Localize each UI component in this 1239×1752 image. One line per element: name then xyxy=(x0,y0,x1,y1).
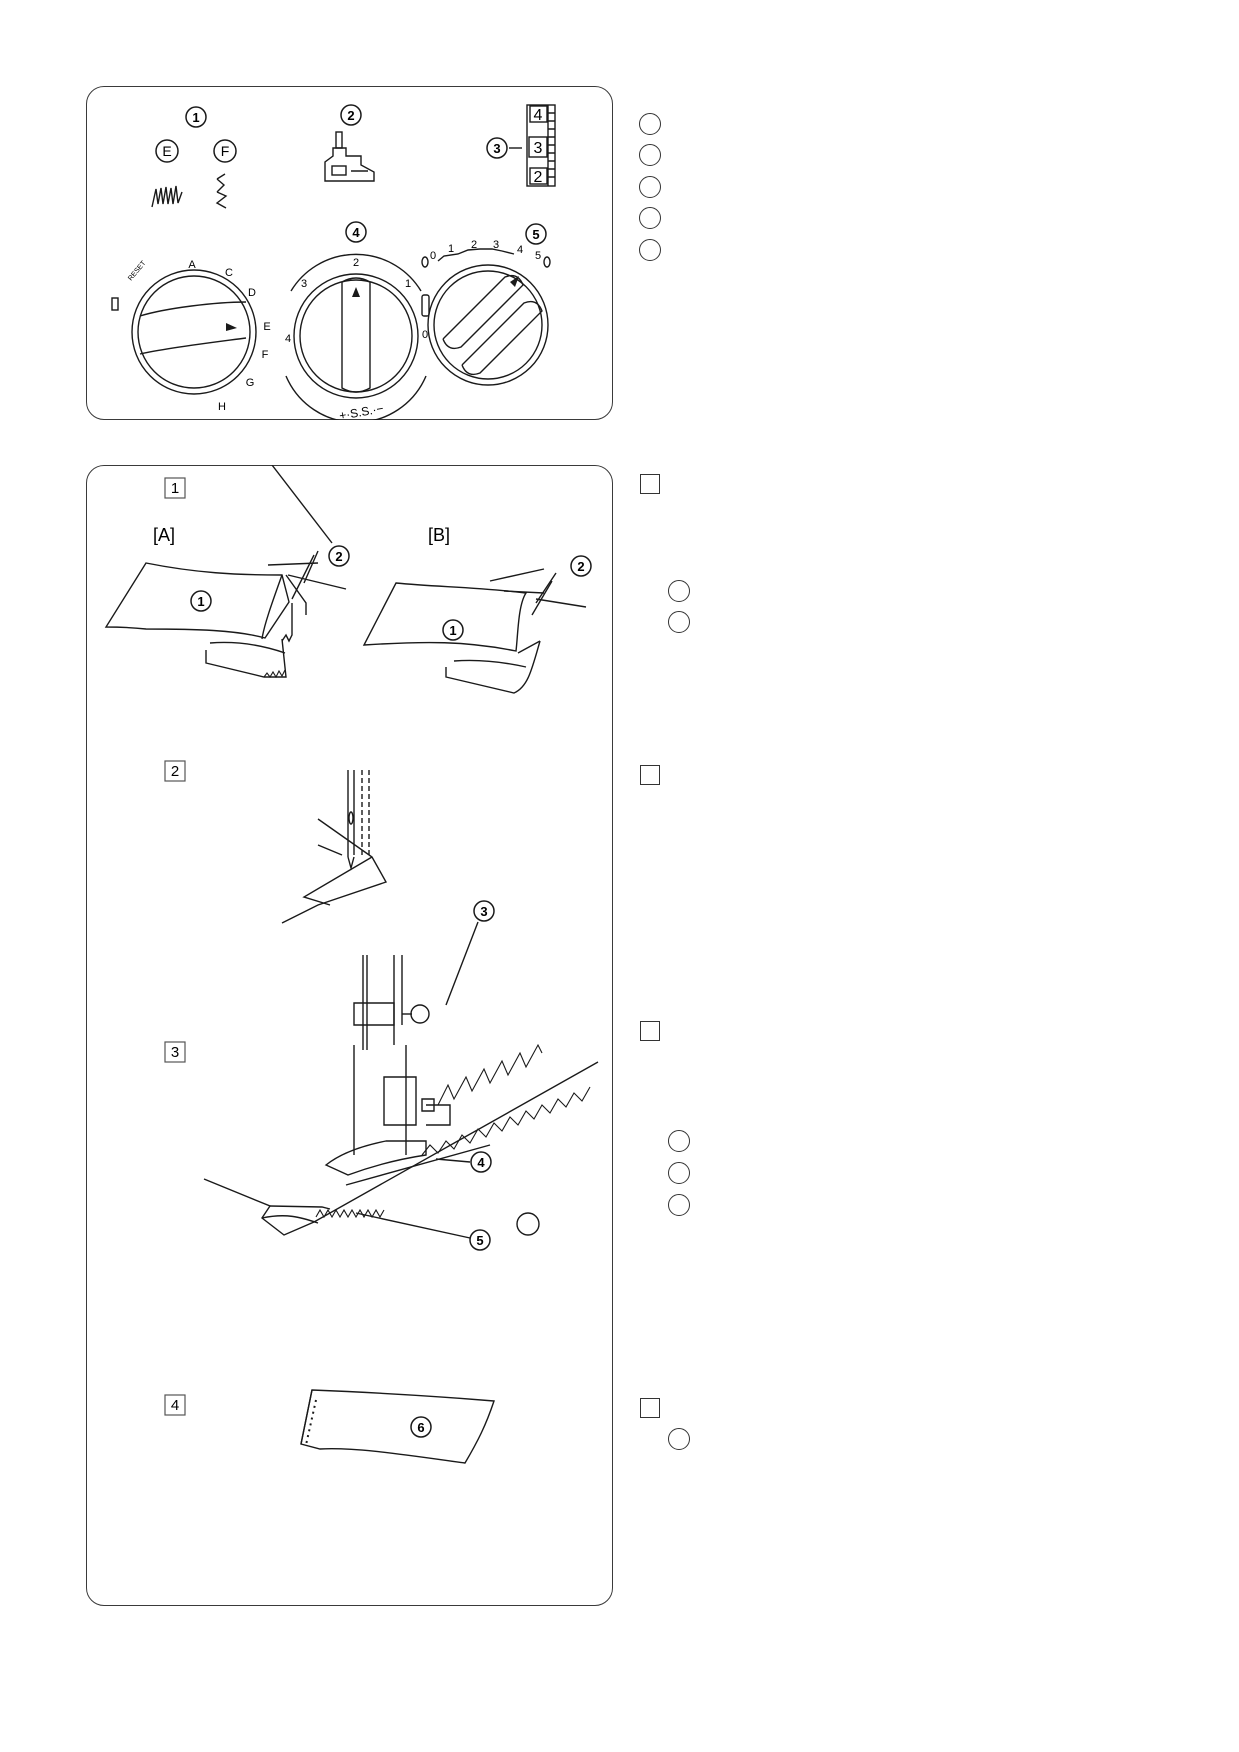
stitch-pattern-f-icon xyxy=(215,173,228,209)
marker-circle xyxy=(668,1130,690,1152)
stitch-length-window: 4 3 2 xyxy=(526,104,556,187)
buttonhole-foot-icon xyxy=(324,131,375,182)
marker-circle xyxy=(639,239,661,261)
marker-square xyxy=(640,1021,660,1041)
svg-text:5: 5 xyxy=(532,227,539,242)
step-1-label: 1 xyxy=(164,477,186,499)
svg-text:3: 3 xyxy=(301,278,307,290)
dial-settings-illustration: 1 E F 2 3 4 3 2 4 xyxy=(111,104,556,420)
svg-text:2: 2 xyxy=(353,257,359,269)
procedure-illustration: 1 2 3 4 [A] [B] 1 2 xyxy=(104,465,599,1464)
svg-text:2: 2 xyxy=(534,169,543,186)
callout-6-hem: 6 xyxy=(410,1416,432,1438)
marker-square xyxy=(640,1398,660,1418)
svg-text:H: H xyxy=(218,401,226,413)
svg-text:0: 0 xyxy=(430,250,436,262)
svg-text:2: 2 xyxy=(577,559,584,574)
marker-circle xyxy=(668,1162,690,1184)
svg-text:G: G xyxy=(246,377,255,389)
step-2-label: 2 xyxy=(164,760,186,782)
svg-text:F: F xyxy=(262,349,269,361)
marker-circle xyxy=(639,113,661,135)
marker-circle xyxy=(668,1428,690,1450)
callout-b-1: 1 xyxy=(442,619,464,641)
svg-text:6: 6 xyxy=(417,1420,424,1435)
svg-text:0: 0 xyxy=(422,329,428,341)
svg-text:4: 4 xyxy=(285,333,291,345)
callout-5: 5 xyxy=(525,223,547,245)
finished-hem-drawing xyxy=(300,1389,495,1464)
svg-text:4: 4 xyxy=(352,225,360,240)
needle-fold-drawing xyxy=(281,770,388,924)
tension-dial: 2 1 3 4 0 +·S.S.·− xyxy=(285,253,430,420)
stitch-pattern-e-icon xyxy=(151,185,183,208)
svg-text:E: E xyxy=(263,321,270,333)
variant-a-label: [A] xyxy=(153,525,175,545)
callout-b-2: 2 xyxy=(570,555,592,577)
svg-text:2: 2 xyxy=(471,239,477,251)
callout-1: 1 xyxy=(185,106,207,128)
svg-text:F: F xyxy=(221,143,230,159)
svg-text:3: 3 xyxy=(534,140,543,157)
fabric-fold-a xyxy=(104,465,347,679)
svg-text:4: 4 xyxy=(171,1397,179,1414)
step-4-label: 4 xyxy=(164,1394,186,1416)
procedure-panel xyxy=(86,465,613,1606)
callout-3-foot: 3 xyxy=(445,900,495,1006)
svg-text:3: 3 xyxy=(480,904,487,919)
svg-text:E: E xyxy=(162,143,171,159)
svg-text:D: D xyxy=(248,287,256,299)
marker-circle xyxy=(639,144,661,166)
tension-pointer-icon xyxy=(352,287,360,297)
callout-4: 4 xyxy=(345,221,367,243)
svg-text:2: 2 xyxy=(171,763,179,780)
svg-text:RESET: RESET xyxy=(127,259,148,282)
stitch-label-f: F xyxy=(213,139,237,163)
marker-circle xyxy=(668,611,690,633)
marker-circle xyxy=(668,1194,690,1216)
svg-text:4: 4 xyxy=(477,1155,485,1170)
marker-square xyxy=(640,765,660,785)
callout-a-1: 1 xyxy=(190,590,212,612)
svg-text:C: C xyxy=(225,267,233,279)
svg-text:2: 2 xyxy=(347,108,354,123)
pattern-pointer-icon xyxy=(226,323,237,331)
width-pointer-icon xyxy=(510,276,519,287)
step-3-label: 3 xyxy=(164,1041,186,1063)
svg-text:1: 1 xyxy=(405,278,411,290)
callout-5-fold: 5 xyxy=(355,1212,491,1251)
svg-text:+·S.S.·−: +·S.S.·− xyxy=(338,401,384,420)
svg-text:1: 1 xyxy=(449,623,456,638)
marker-circle xyxy=(639,207,661,229)
blind-hem-foot-drawing xyxy=(203,955,599,1236)
svg-text:1: 1 xyxy=(192,110,199,125)
callout-3: 3 xyxy=(486,137,522,159)
pattern-selector-dial: RESET A C D E F G H xyxy=(111,259,271,413)
fabric-fold-b xyxy=(362,568,587,694)
svg-text:3: 3 xyxy=(171,1044,179,1061)
svg-text:4: 4 xyxy=(534,107,543,124)
marker-circle xyxy=(516,1212,540,1236)
svg-text:3: 3 xyxy=(493,141,500,156)
svg-text:2: 2 xyxy=(335,549,342,564)
svg-text:3: 3 xyxy=(493,239,499,251)
svg-text:1: 1 xyxy=(171,480,179,497)
callout-2: 2 xyxy=(340,104,362,126)
marker-circle xyxy=(668,580,690,602)
stitch-label-e: E xyxy=(155,139,179,163)
svg-text:4: 4 xyxy=(517,244,523,256)
svg-text:A: A xyxy=(188,259,196,271)
stitch-width-dial: 0 1 2 3 4 5 xyxy=(421,239,551,386)
variant-b-label: [B] xyxy=(428,525,450,545)
svg-text:5: 5 xyxy=(476,1233,483,1248)
svg-text:1: 1 xyxy=(197,594,204,609)
marker-circle xyxy=(639,176,661,198)
svg-text:5: 5 xyxy=(535,250,541,262)
callout-a-2: 2 xyxy=(328,545,350,567)
marker-square xyxy=(640,474,660,494)
callout-4-guide: 4 xyxy=(435,1151,492,1173)
svg-text:1: 1 xyxy=(448,243,454,255)
dial-settings-panel xyxy=(86,86,613,420)
